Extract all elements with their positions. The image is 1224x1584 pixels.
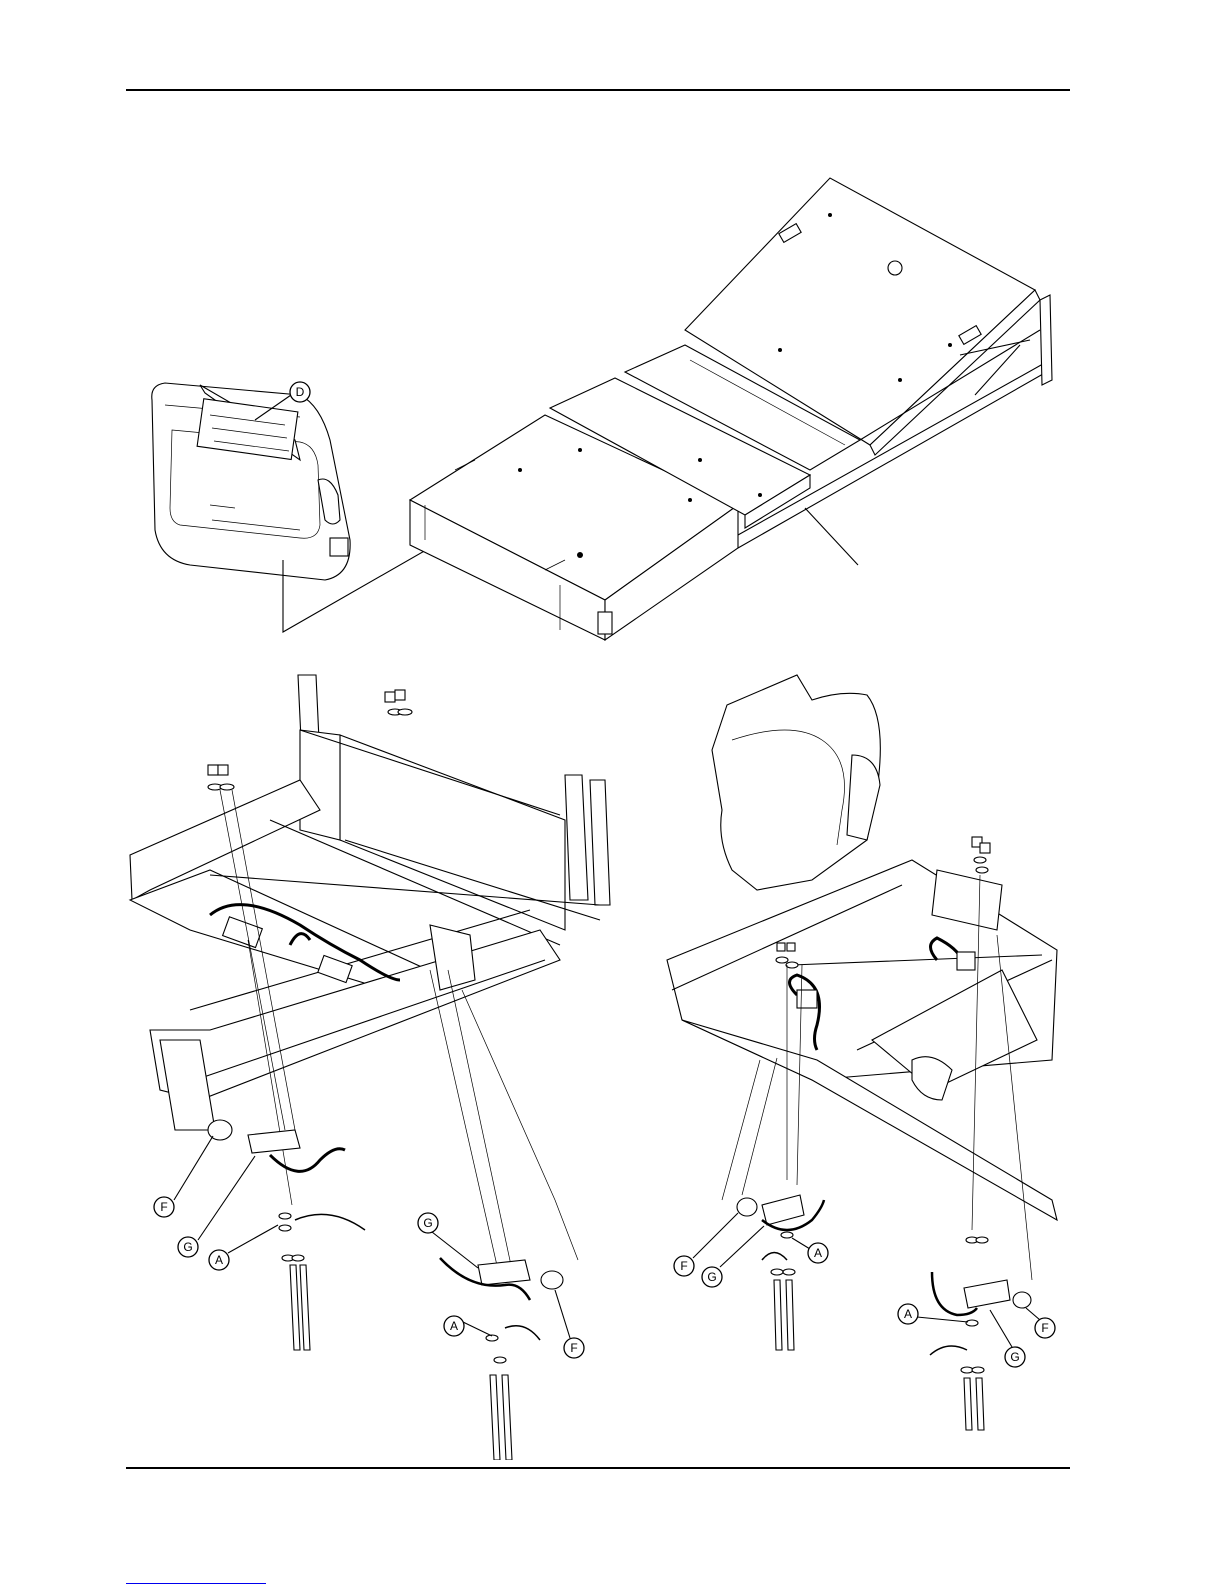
callout-left-f: F [154,1136,213,1217]
svg-text:F: F [680,1259,687,1273]
right-assembly-figure: F G A A F G [612,660,1224,1460]
left-assembly-figure: F G A G A F [0,660,612,1460]
svg-text:A: A [215,1253,223,1267]
footer-rule [126,1467,1070,1469]
callout-right-a: A [792,1238,828,1263]
bed-platform-figure: D [0,0,1224,660]
callout-right-f: F [674,1213,738,1276]
svg-text:D: D [296,385,305,399]
svg-text:F: F [160,1200,167,1214]
callout-right-g: G [702,1226,764,1287]
left-exploded-parts [208,1120,365,1350]
svg-text:G: G [423,1216,432,1230]
callout-right2-g: G [990,1310,1025,1367]
svg-text:F: F [1041,1321,1048,1335]
mid-exploded-parts [440,1258,563,1460]
svg-text:A: A [814,1246,822,1260]
callout-left-g: G [178,1156,255,1257]
callout-mid-g: G [418,1213,478,1268]
footboard-illustration [152,383,350,580]
svg-text:G: G [707,1270,716,1284]
right-exploded-parts-a [737,1195,824,1350]
svg-text:A: A [904,1307,912,1321]
callout-mid-f: F [555,1290,584,1358]
callout-mid-a: A [444,1316,492,1336]
svg-text:G: G [183,1240,192,1254]
callout-right2-f: F [1026,1308,1055,1338]
right-exploded-parts-b [930,1237,1031,1430]
svg-text:F: F [570,1341,577,1355]
leader-line [805,508,858,565]
svg-text:A: A [450,1319,458,1333]
callout-left-a: A [209,1225,278,1270]
svg-text:G: G [1010,1350,1019,1364]
